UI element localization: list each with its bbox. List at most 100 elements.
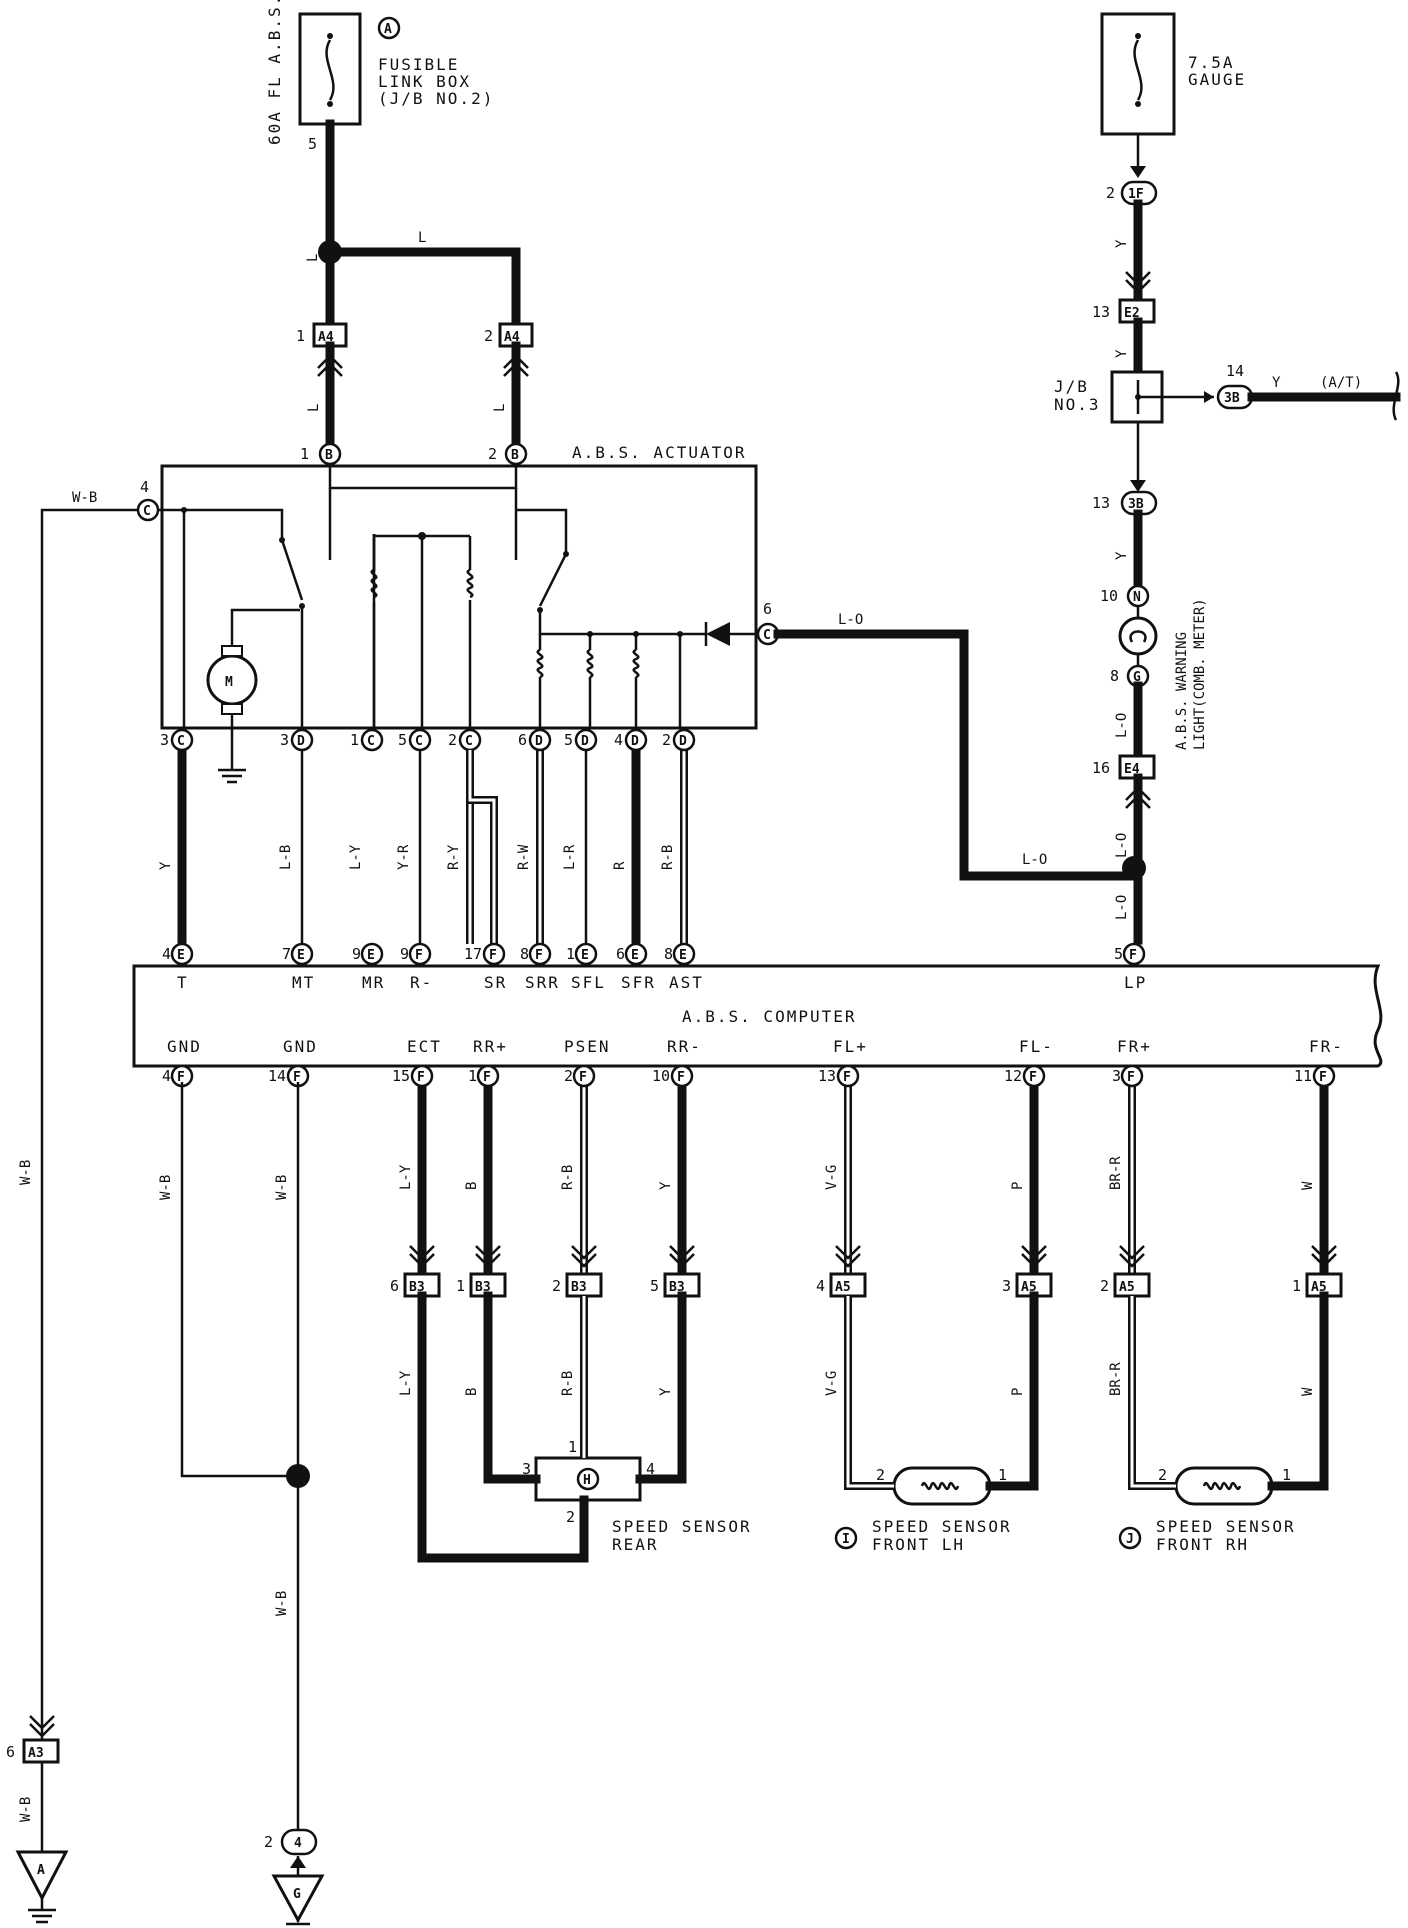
actuator-pin-7: D4R [612, 728, 648, 949]
computer-terminal-label: MT [292, 973, 315, 992]
computer-bottom-pin-3: RR+F1B [464, 1037, 506, 1279]
actuator-wire-label: R-Y [446, 844, 462, 870]
computer-top-pin-3: F9R- [400, 942, 431, 992]
ground-a-triangle [15, 1850, 69, 1902]
actuator-pin-letter: D [535, 734, 543, 749]
actuator-pin-number: 5 [398, 731, 407, 749]
computer-pin-number: 15 [392, 1067, 410, 1085]
lower-wire-label: B [464, 1388, 480, 1396]
computer-wire-label: W [1300, 1181, 1316, 1190]
computer-pin-letter: F [1029, 1070, 1037, 1085]
actuator-pin-letter: C [465, 734, 473, 749]
wire-label-lo: L-O [1114, 833, 1130, 858]
fusible-link-box: 60A FL A.B.S. A FUSIBLE LINK BOX (J/B NO… [265, 0, 492, 153]
pin-label: 1 [1282, 1466, 1291, 1484]
actuator-wire-label: L-R [562, 844, 578, 870]
computer-wire-label: BR-R [1108, 1156, 1124, 1190]
fusible-link-pin: 5 [308, 135, 317, 153]
fusible-link-text-1: FUSIBLE [378, 55, 459, 74]
abs-actuator: A.B.S. ACTUATOR [150, 443, 758, 784]
mid-connector-2: B32 [552, 1272, 603, 1298]
lower-wire-label: W [1300, 1387, 1316, 1396]
junction-dot [286, 1464, 310, 1488]
l-wires: L L A4 1 A4 2 L L B 1 B 2 [296, 119, 534, 466]
lower-wire-label: L-Y [398, 1370, 414, 1396]
mid-connector-text: A5 [835, 1280, 851, 1295]
mid-connector-7: A51 [1292, 1272, 1343, 1298]
actuator-pin-letter: D [581, 734, 589, 749]
connector-text: E4 [1124, 762, 1140, 777]
fusible-link-text-2: LINK BOX [378, 72, 471, 91]
mid-connector-pin: 3 [1002, 1277, 1011, 1295]
computer-terminal-label: RR- [667, 1037, 702, 1056]
computer-terminal-label: MR [362, 973, 385, 992]
pin-label: 2 [1158, 1466, 1167, 1484]
actuator-pin-connector [672, 728, 696, 752]
computer-pin-letter: E [297, 948, 305, 963]
actuator-pin-number: 2 [662, 731, 671, 749]
wire-label-y: Y [1272, 375, 1281, 391]
mid-connector-0: B36 [390, 1272, 441, 1298]
pin-label: 13 [1092, 303, 1110, 321]
actuator-wire-label: Y-R [396, 844, 412, 870]
computer-wire-label: L-Y [398, 1164, 414, 1190]
computer-wire-label: P [1010, 1182, 1026, 1190]
computer-pin-number: 9 [400, 945, 409, 963]
computer-top-pin-0: E4T [162, 942, 194, 992]
computer-pin-number: 7 [282, 945, 291, 963]
wire-label-wb: W-B [72, 490, 97, 506]
actuator-bottom-pins: C3YD3L-BC1L-YC5Y-RC2R-YD6R-WD5L-RD4RD2R-… [158, 728, 696, 949]
pin-label: 2 [488, 445, 497, 463]
computer-terminal-label: LP [1124, 973, 1147, 992]
connector-text: A3 [28, 1746, 44, 1761]
computer-pin-connector [290, 942, 314, 966]
computer-pin-letter: F [489, 948, 497, 963]
actuator-wire-label: R-W [516, 844, 532, 870]
pin-label: 2 [876, 1466, 885, 1484]
computer-wire-label: W-B [274, 1175, 290, 1200]
actuator-pin-letter: C [367, 734, 375, 749]
connector-letter: N [1133, 590, 1141, 605]
actuator-pin-connector [624, 728, 648, 752]
pin-label: 2 [1106, 184, 1115, 202]
jb3-text-1: J/B [1054, 377, 1089, 396]
speed-sensor-front-rh: 2 1 J SPEED SENSOR FRONT RH [1118, 1291, 1329, 1554]
pin-label: 2 [484, 327, 493, 345]
mid-connector-pin: 6 [390, 1277, 399, 1295]
computer-terminal-label: FL- [1019, 1037, 1054, 1056]
connector-letter: G [1133, 670, 1141, 685]
abs-computer: A.B.S. COMPUTER E4TE7MTE9MRF9R-F17SRF8SR… [132, 942, 1383, 1279]
actuator-pin-connector [170, 728, 194, 752]
sensor-rear-letter: H [583, 1473, 591, 1488]
fusible-link-letter: A [384, 22, 392, 37]
computer-terminal-label: SFL [571, 973, 606, 992]
actuator-pin-connector [408, 728, 432, 752]
computer-terminal-label: SR [484, 973, 507, 992]
computer-wire-label: R-B [560, 1165, 576, 1190]
ground-g-triangle [271, 1874, 325, 1924]
actuator-pin-number: 6 [518, 731, 527, 749]
computer-pin-letter: F [177, 1070, 185, 1085]
gauge-fuse-text-2: GAUGE [1188, 70, 1246, 89]
pin-label: 10 [1100, 587, 1118, 605]
pin-label: 8 [1110, 667, 1119, 685]
connector-letter: B [325, 448, 333, 463]
computer-pin-number: 2 [564, 1067, 573, 1085]
computer-pin-letter: F [579, 1070, 587, 1085]
gauge-fuse-text-1: 7.5A [1188, 53, 1235, 72]
computer-pin-number: 8 [664, 945, 673, 963]
pin-label: 2 [264, 1833, 273, 1851]
computer-pin-number: 1 [566, 945, 575, 963]
computer-pin-connector [410, 1064, 434, 1088]
mid-connector-pin: 2 [552, 1277, 561, 1295]
lower-wire-label: V-G [824, 1371, 840, 1396]
computer-pin-connector [836, 1064, 860, 1088]
actuator-pin-number: 2 [448, 731, 457, 749]
computer-pin-connector [672, 942, 696, 966]
pin-label: 1 [998, 1466, 1007, 1484]
